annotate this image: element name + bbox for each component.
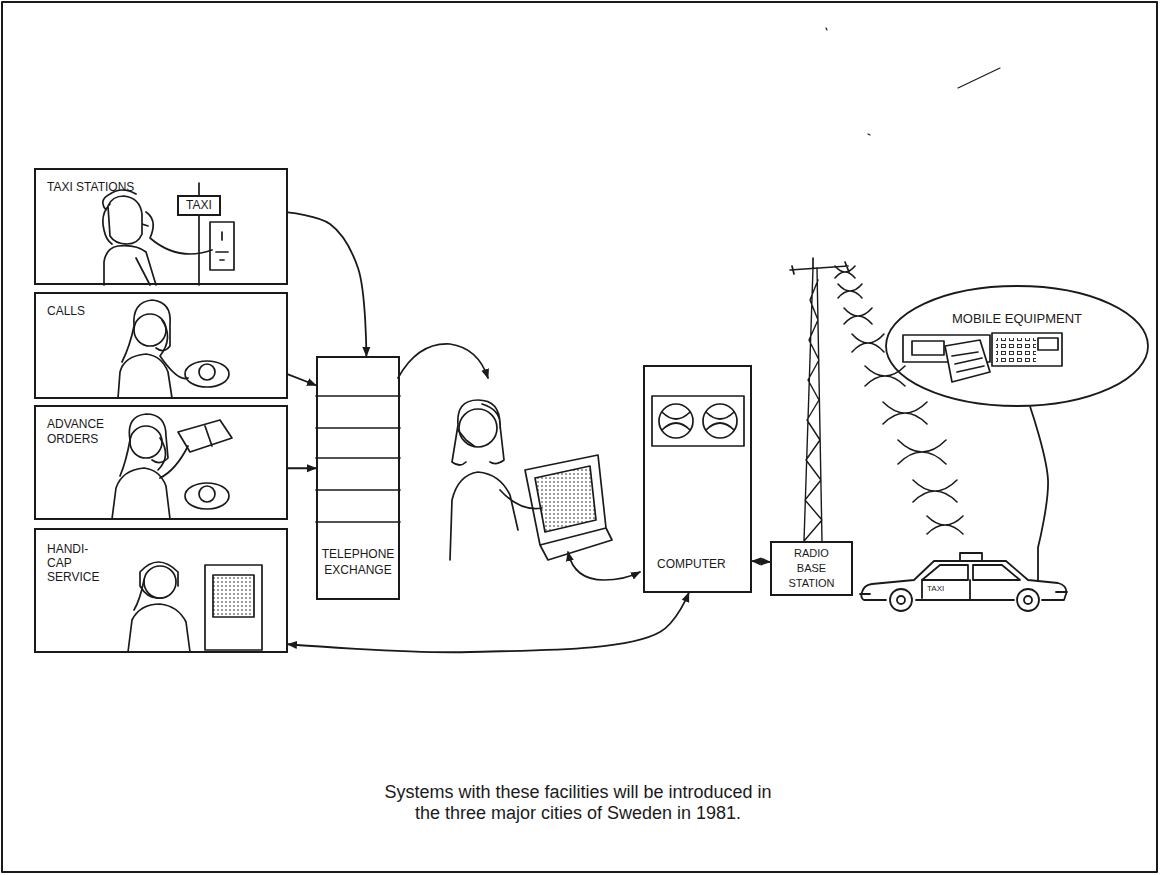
- panel-box: CALLS: [34, 292, 288, 399]
- node-label: TAXI: [179, 198, 219, 213]
- taxi-sign: TAXI: [177, 195, 221, 216]
- phone-receiver: [158, 438, 166, 470]
- car-strokes: [860, 549, 1067, 611]
- ellipse-outline: [886, 286, 1148, 406]
- flow-arrow: [398, 344, 488, 378]
- payphone-detail: [216, 232, 228, 260]
- car-wheel: [1024, 596, 1032, 604]
- woman-head: [144, 566, 176, 598]
- rotary-phone: [185, 483, 229, 509]
- taxi-car: TAXI: [856, 548, 1070, 614]
- node-label: HANDI- CAP SERVICE: [47, 542, 109, 584]
- car-body: [922, 565, 1020, 580]
- base-station-box: RADIO BASE STATION: [770, 541, 853, 596]
- flow-arrow: [568, 552, 640, 580]
- connector: [288, 212, 366, 356]
- order-book: [178, 420, 232, 452]
- printout-slip: [945, 340, 990, 382]
- tape-reel: [659, 404, 693, 438]
- exchange-divider: [316, 396, 400, 522]
- terminal: [205, 565, 262, 650]
- terminal: [525, 455, 612, 560]
- node-label: ADVANCE ORDERS: [47, 417, 117, 447]
- woman-head: [134, 314, 166, 346]
- tape-reel: [703, 404, 737, 438]
- phone-dial: [199, 364, 215, 380]
- terminal-screen: [213, 575, 254, 617]
- ellipse-outline: [885, 285, 1149, 407]
- ellipse-strokes: [886, 286, 1148, 406]
- reel-panel: [652, 396, 744, 446]
- operator-figure: [450, 400, 542, 560]
- phone-receiver: [146, 212, 212, 254]
- car-wheel: [897, 596, 905, 604]
- scan-marks: [826, 28, 1000, 135]
- exchange-box: TELEPHONE EXCHANGE: [316, 356, 400, 600]
- panel-box: HANDI- CAP SERVICE: [34, 528, 288, 653]
- car-wheel: [890, 589, 912, 611]
- node-label: TAXI STATIONS: [47, 180, 134, 194]
- woman-head: [130, 426, 162, 458]
- keypad-unit: [992, 333, 1062, 366]
- equipment-ellipse: MOBILE EQUIPMENT: [885, 285, 1149, 407]
- node-label: TAXI: [927, 584, 944, 594]
- connector: [288, 374, 316, 385]
- operator-head: [459, 409, 497, 447]
- node-label: CALLS: [47, 304, 85, 318]
- terminal-screen: [535, 466, 596, 532]
- car-wheel: [1017, 589, 1039, 611]
- car-outline: [856, 548, 1070, 614]
- panel-box: TAXI STATIONS TAXI: [34, 168, 288, 285]
- payphone: [210, 222, 234, 270]
- node-label: COMPUTER: [657, 557, 726, 571]
- node-label: RADIO BASE STATION: [781, 546, 842, 591]
- connector: [288, 467, 316, 469]
- caption: Systems with these facilities will be in…: [377, 782, 779, 824]
- phone-dial: [199, 486, 215, 502]
- man-figure: [103, 190, 156, 285]
- connector: [752, 560, 770, 563]
- radio-wave: [835, 266, 963, 534]
- radio-tower: [804, 268, 822, 541]
- reel-spokes: [662, 412, 734, 430]
- keypad-keys: [996, 338, 1036, 363]
- connector: [1030, 407, 1048, 548]
- woman-figure: [112, 414, 188, 519]
- operator-figure: [128, 562, 190, 652]
- computer-box: COMPUTER: [643, 365, 752, 593]
- rotary-phone: [185, 361, 229, 387]
- node-label: MOBILE EQUIPMENT: [907, 311, 1127, 327]
- connector: [288, 593, 689, 652]
- node-label: TELEPHONE EXCHANGE: [318, 546, 398, 578]
- antenna: [790, 258, 849, 274]
- phone-receiver: [160, 320, 188, 379]
- panel-box: ADVANCE ORDERS: [34, 405, 288, 520]
